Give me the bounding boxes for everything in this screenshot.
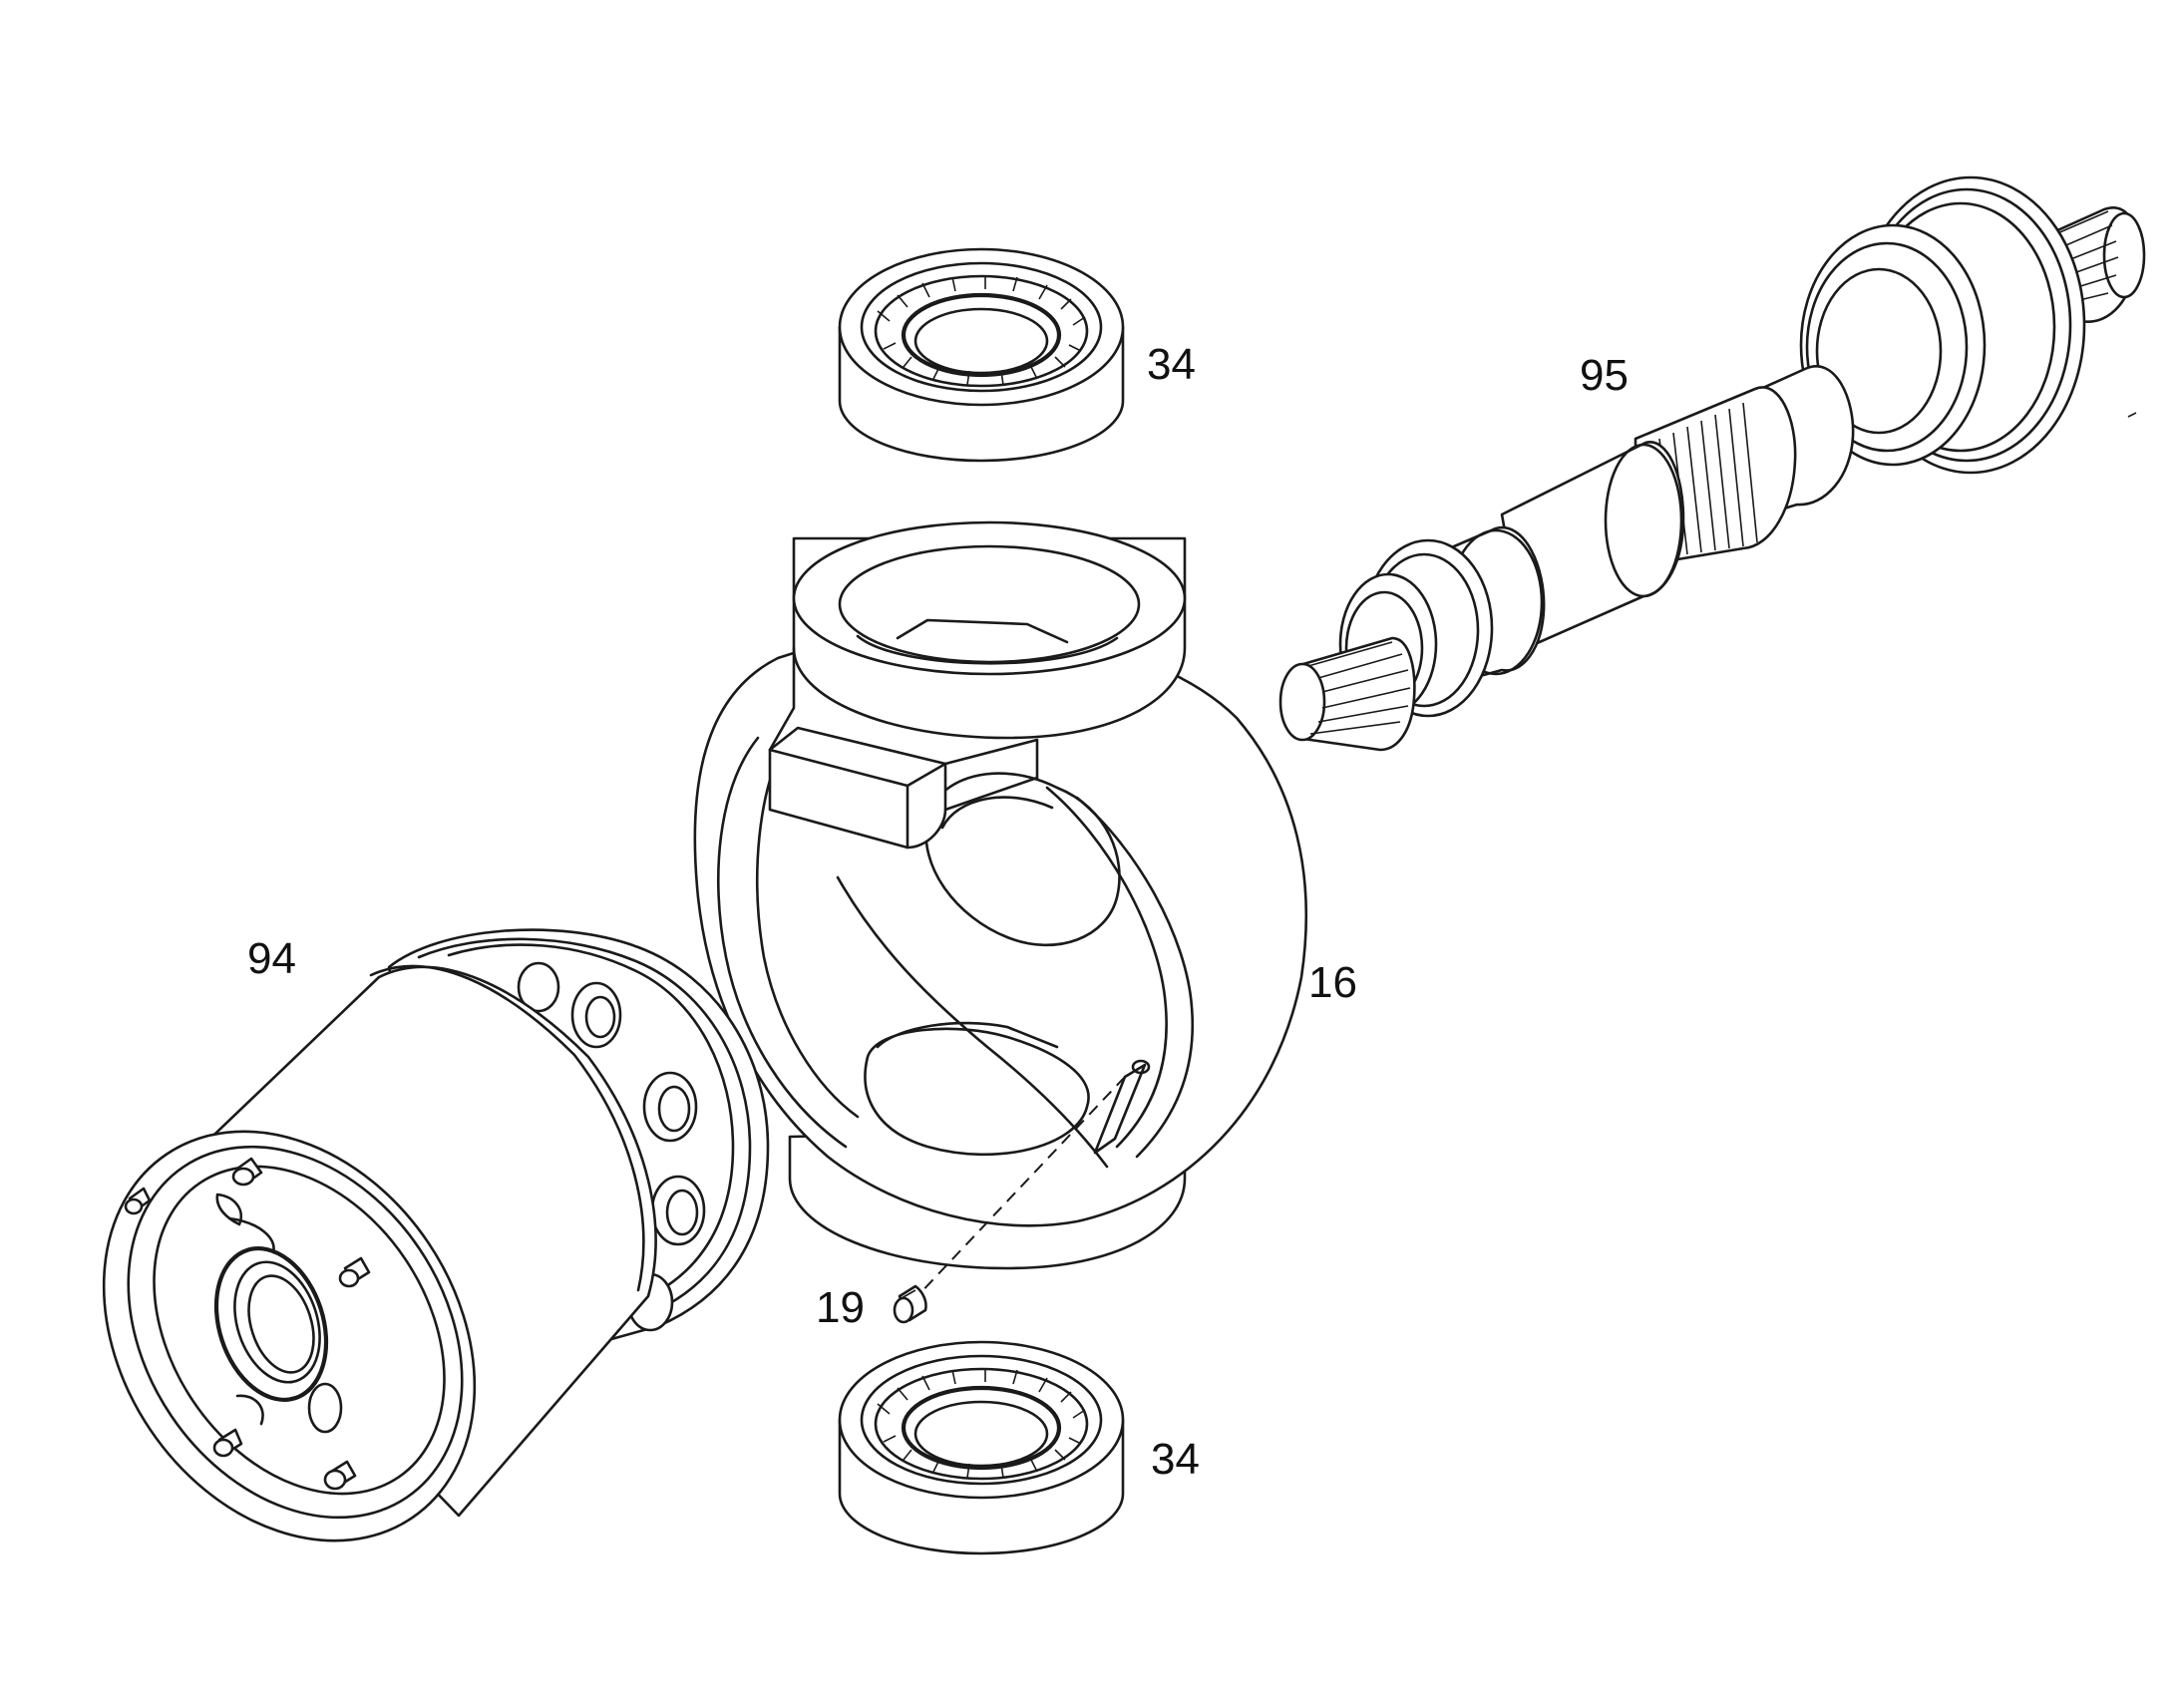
- callout-95: 95: [1580, 351, 1629, 400]
- cylinder-block: [102, 928, 770, 1542]
- piston-set: [517, 961, 706, 1332]
- housing-yoke: [693, 520, 1308, 1270]
- bearing-top: [838, 247, 1125, 463]
- callout-34-bottom: 34: [1151, 1435, 1200, 1484]
- drive-shaft: [1278, 175, 2146, 752]
- callout-16: 16: [1308, 958, 1357, 1007]
- callout-34-top: 34: [1147, 340, 1196, 389]
- callout-94: 94: [247, 934, 296, 983]
- pin-bore: [1093, 1059, 1151, 1155]
- pin: [893, 1284, 927, 1324]
- dowel-pins: [124, 1157, 371, 1491]
- pin-assembly-line: [914, 1076, 1126, 1299]
- bearing-bottom: [838, 1340, 1125, 1555]
- callout-19: 19: [816, 1283, 865, 1332]
